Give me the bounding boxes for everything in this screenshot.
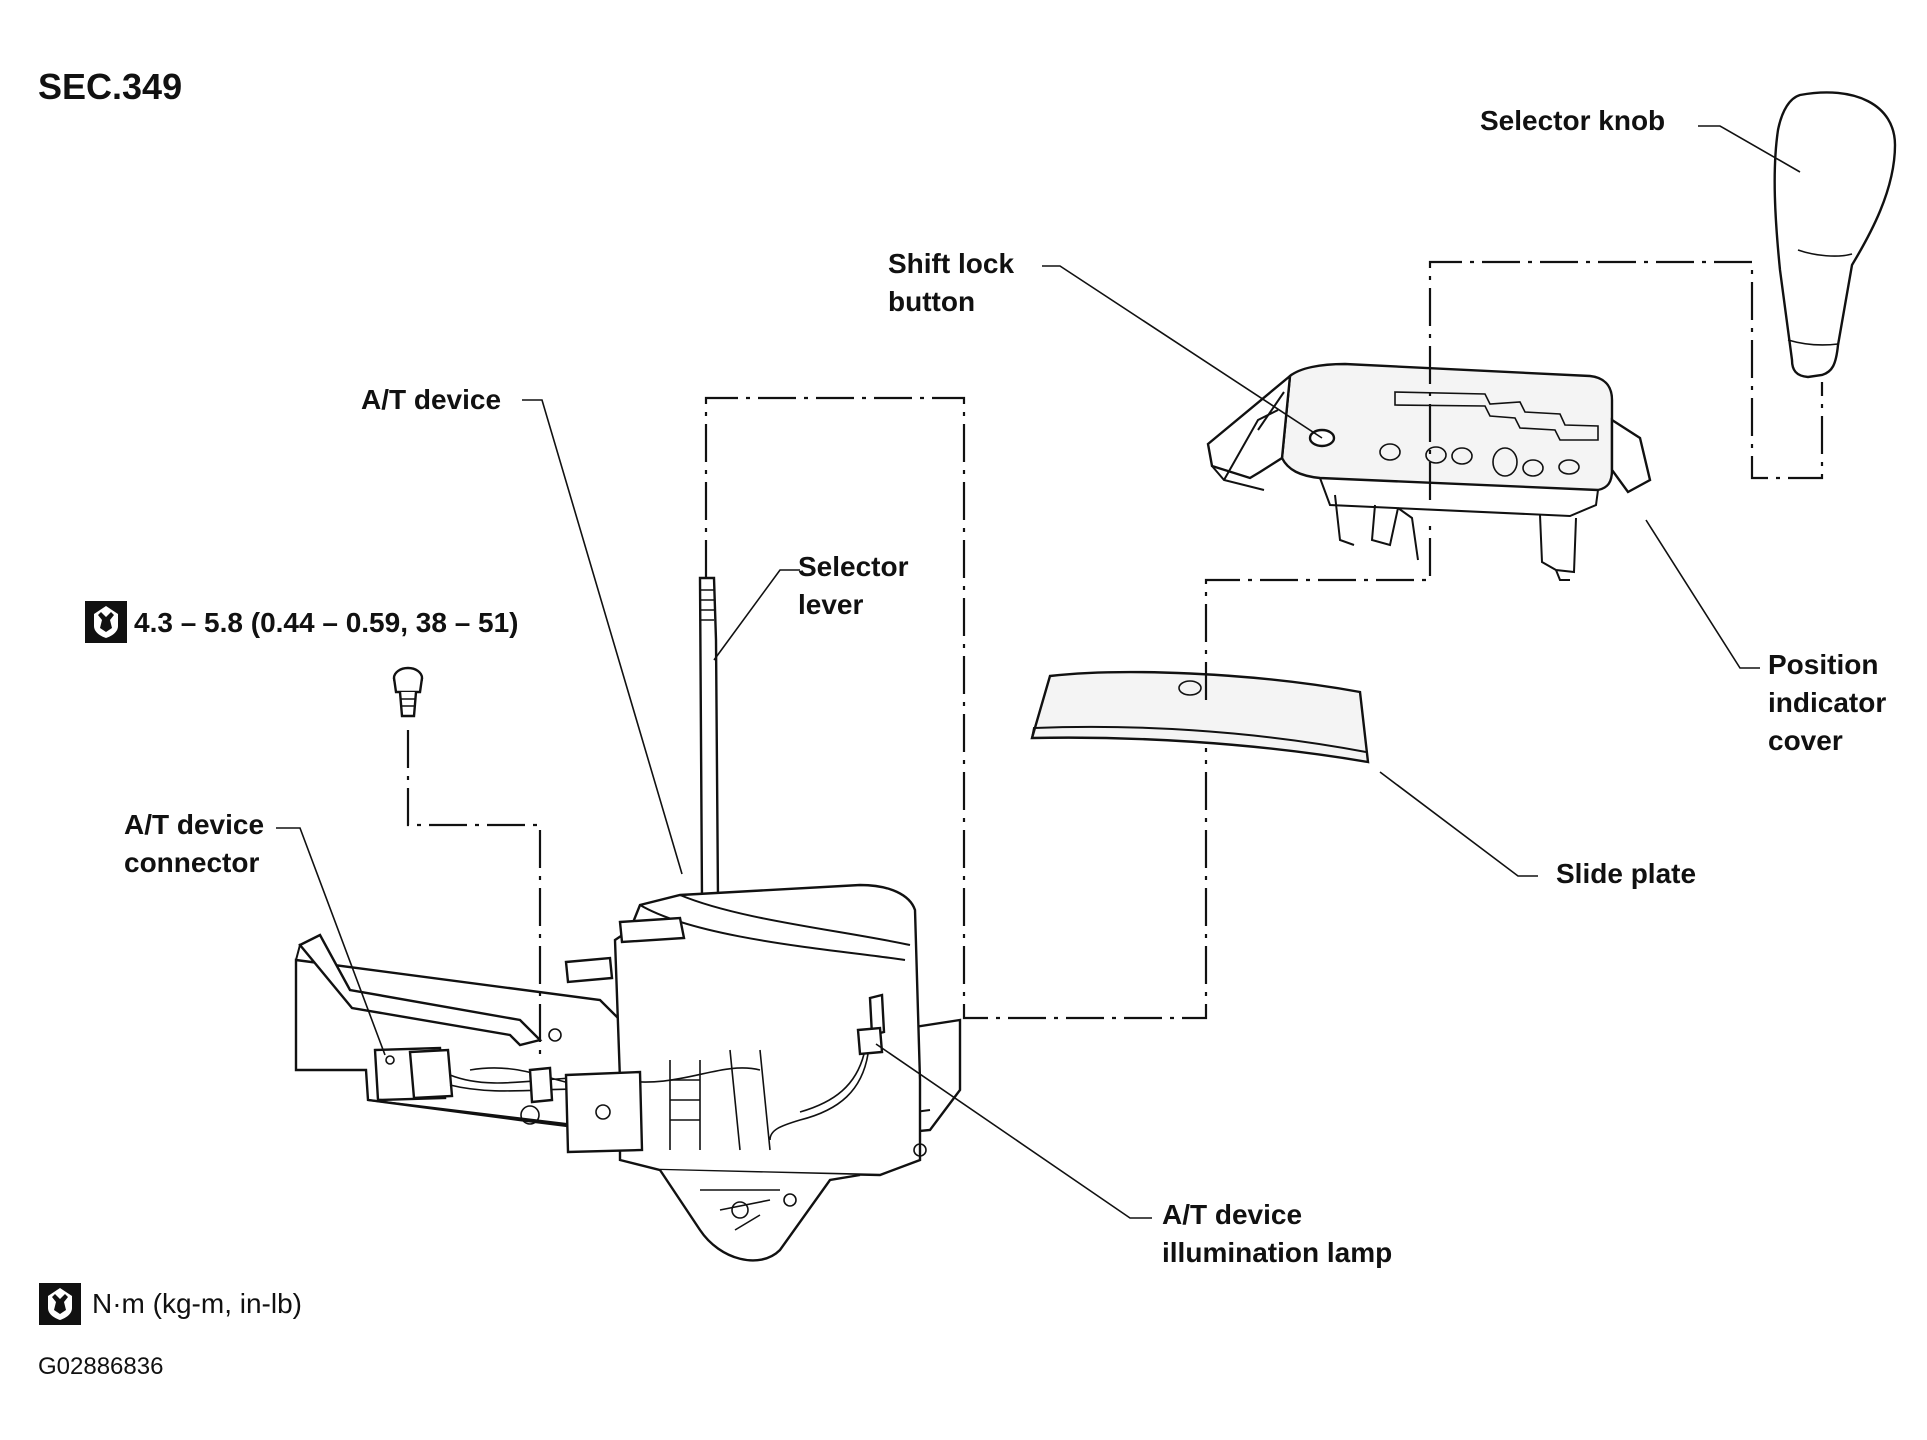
label-selector-knob: Selector knob [1480, 105, 1666, 136]
bolt [392, 666, 424, 718]
label-selector-lever-1: Selector [798, 551, 909, 582]
label-at-device-connector-2: connector [124, 847, 260, 878]
label-slide-plate: Slide plate [1556, 858, 1697, 889]
torque-spec: 4.3 – 5.8 (0.44 – 0.59, 38 – 51) [134, 607, 519, 638]
label-shift-lock-button-2: button [888, 286, 976, 317]
label-at-device: A/T device [361, 384, 502, 415]
leader-lines [276, 125, 1801, 1219]
label-illumination-lamp-2: illumination lamp [1162, 1237, 1393, 1268]
alignment-lines [406, 260, 1824, 1060]
selector-knob [1773, 91, 1897, 379]
section-number: SEC.349 [38, 66, 183, 107]
slide-plate [1030, 670, 1370, 764]
label-position-indicator-cover-2: indicator [1768, 687, 1887, 718]
torque-wrench-icon [39, 1283, 81, 1325]
label-at-device-connector-1: A/T device [124, 809, 265, 840]
at-device-assembly [294, 883, 962, 1262]
label-position-indicator-cover-1: Position [1768, 649, 1879, 680]
label-position-indicator-cover-3: cover [1768, 725, 1843, 756]
selector-lever [698, 576, 720, 902]
torque-wrench-icon [85, 601, 127, 643]
label-shift-lock-button-1: Shift lock [888, 248, 1015, 279]
figure-id: G02886836 [38, 1353, 164, 1380]
torque-unit-legend: N·m (kg-m, in-lb) [92, 1288, 302, 1319]
label-selector-lever-2: lever [798, 589, 864, 620]
position-indicator-cover [1206, 362, 1652, 581]
label-illumination-lamp-1: A/T device [1162, 1199, 1303, 1230]
